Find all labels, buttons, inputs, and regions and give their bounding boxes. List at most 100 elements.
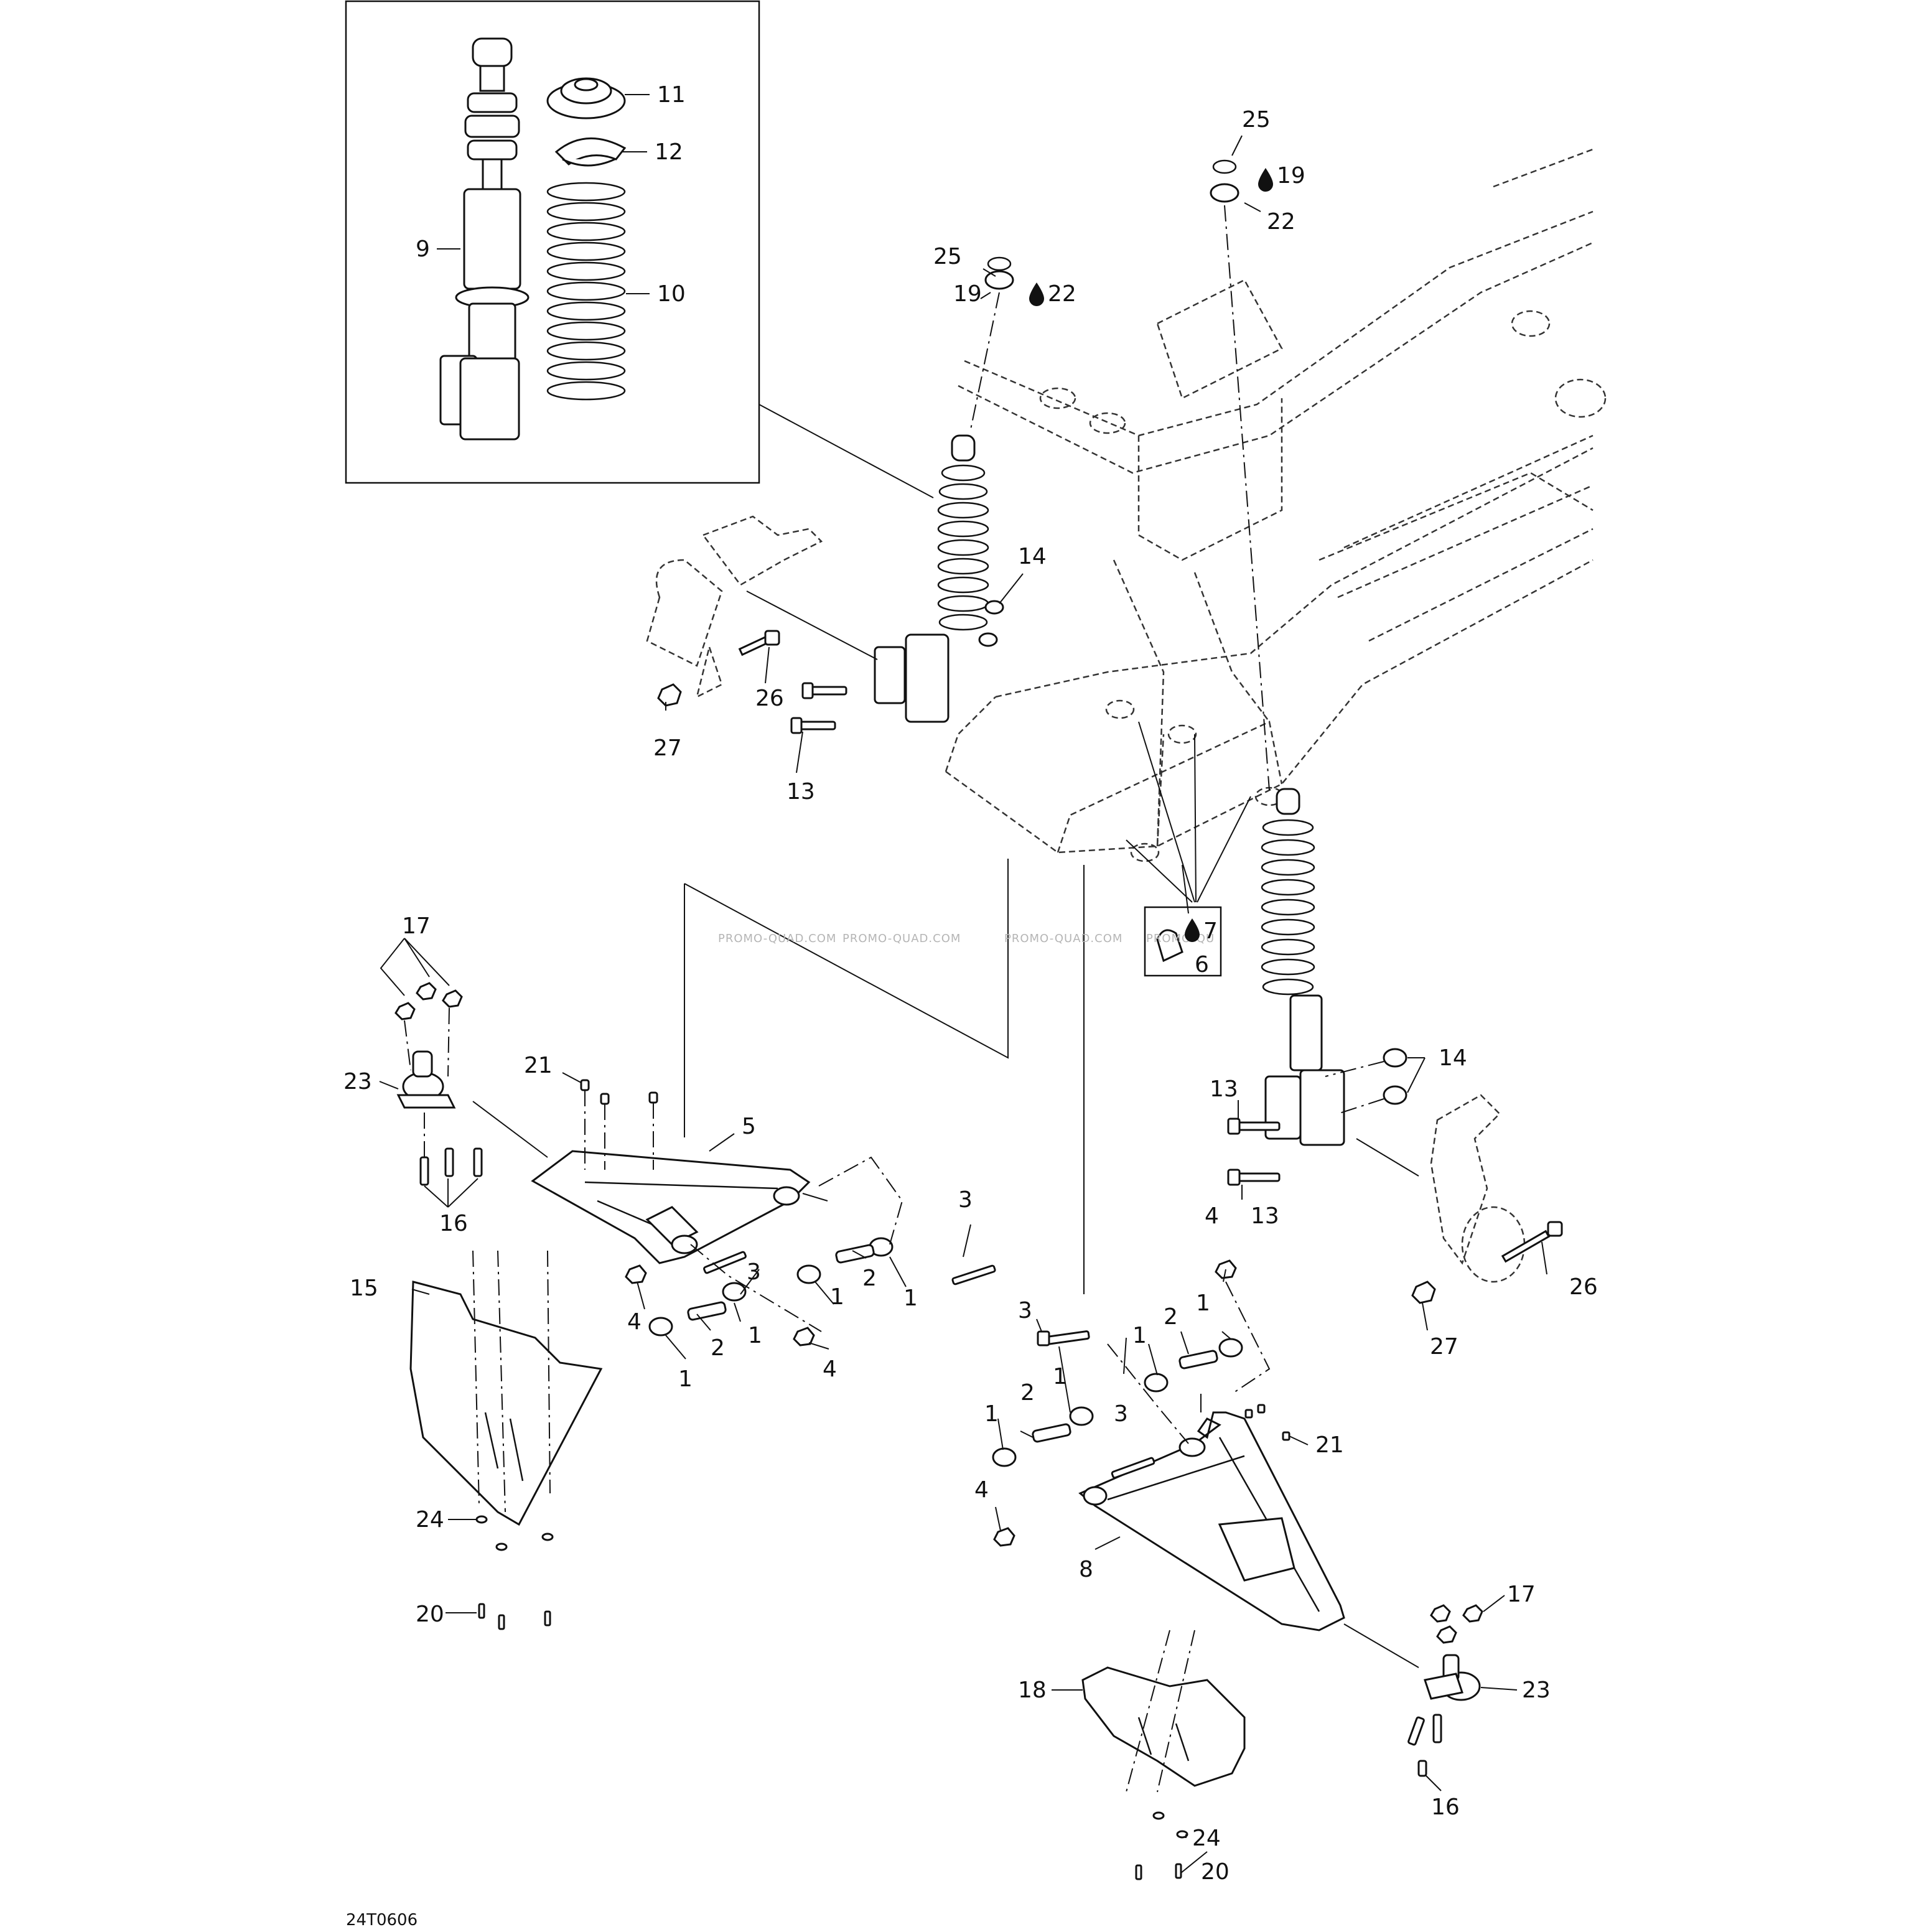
bushings-14-left — [978, 600, 1004, 647]
coil-spring-part-10 — [546, 182, 626, 401]
callout-23: 23 — [343, 1069, 372, 1094]
right-shock-assembly — [1261, 788, 1345, 1146]
callout-9: 9 — [416, 236, 430, 262]
callout-1: 1 — [830, 1284, 844, 1310]
callout-6: 6 — [1195, 952, 1209, 978]
nut-27-left — [657, 683, 682, 707]
plug-box-frame — [1144, 906, 1222, 977]
nut-27-right — [1411, 1281, 1436, 1304]
frame-to-arm5-leader — [684, 859, 1009, 1137]
callout-1: 1 — [1053, 1364, 1067, 1389]
plug-detail-box — [1126, 721, 1251, 977]
knuckle-right-arrow — [1356, 1138, 1419, 1177]
callout-8: 8 — [1079, 1557, 1093, 1582]
washers-24-screws-20-right — [1135, 1811, 1188, 1880]
retainer-clip-part-12 — [554, 138, 627, 167]
callout-20: 20 — [416, 1602, 444, 1627]
callout-3: 3 — [958, 1187, 973, 1213]
callout-1: 1 — [984, 1401, 999, 1427]
callout-18: 18 — [1018, 1678, 1047, 1703]
callout-21: 21 — [524, 1053, 553, 1078]
left-shock-assembly — [874, 434, 989, 723]
callout-1: 1 — [903, 1286, 918, 1311]
callout-17: 17 — [402, 913, 431, 939]
ball-joint-part-23-left — [394, 982, 483, 1186]
callout-25: 25 — [933, 244, 962, 269]
steering-knuckle-left — [646, 515, 823, 699]
callout-14: 14 — [1018, 544, 1047, 569]
callout-17: 17 — [1507, 1582, 1536, 1607]
callout-4: 4 — [627, 1309, 642, 1335]
shock-absorber-part-9 — [439, 37, 530, 441]
vehicle-frame — [945, 148, 1607, 862]
callout-16: 16 — [439, 1211, 468, 1236]
callout-1: 1 — [1132, 1323, 1147, 1348]
plug-part-6 — [1156, 929, 1183, 963]
knuckle-left-arrow — [746, 590, 878, 660]
bolts-13-right — [1227, 1118, 1281, 1186]
callout-2: 2 — [1020, 1380, 1035, 1406]
arm8-hardware — [992, 1259, 1271, 1547]
bolt-26-left — [738, 630, 780, 656]
oil-drop-icon — [1185, 918, 1200, 942]
callout-10: 10 — [657, 281, 686, 307]
callout-26: 26 — [1569, 1274, 1598, 1300]
shock-detail-inset: 9 11 12 10 — [345, 0, 760, 484]
callout-23: 23 — [1522, 1678, 1551, 1703]
watermark-1: PROMO-QUAD.COM — [718, 932, 836, 945]
lower-control-arm-part-5 — [531, 1150, 811, 1264]
callout-27: 27 — [653, 735, 682, 761]
callout-labels: 25 19 22 25 19 22 14 26 27 13 7 6 14 13 … — [343, 107, 1598, 1885]
callout-2: 2 — [862, 1266, 877, 1291]
callout-5: 5 — [742, 1114, 756, 1139]
callout-3: 3 — [1114, 1401, 1128, 1427]
callout-leaders — [379, 135, 1547, 1874]
callout-21: 21 — [1315, 1432, 1344, 1458]
inset-frame — [345, 0, 760, 484]
callout-13: 13 — [1210, 1076, 1238, 1102]
callout-2: 2 — [711, 1335, 725, 1361]
lower-control-arm-part-8 — [1078, 1411, 1345, 1631]
callout-1: 1 — [678, 1366, 693, 1392]
callout-22: 22 — [1048, 281, 1076, 307]
callout-24: 24 — [1192, 1826, 1221, 1851]
watermark-2: PROMO-QUAD.COM — [842, 932, 961, 945]
callout-1: 1 — [1196, 1290, 1210, 1316]
upper-shock-bushings-left — [970, 256, 1014, 430]
callout-3: 3 — [1018, 1298, 1032, 1323]
callout-13: 13 — [786, 779, 815, 805]
watermark-3: PROMO-QUAD.COM — [1004, 932, 1122, 945]
arm5-arrow — [802, 1193, 828, 1202]
callout-22: 22 — [1267, 209, 1295, 235]
bolt-26-right — [1501, 1221, 1563, 1263]
callout-14: 14 — [1439, 1045, 1467, 1071]
callout-11: 11 — [657, 82, 686, 108]
drawing-code: 24T0606 — [346, 1911, 418, 1930]
callout-2: 2 — [1164, 1304, 1178, 1330]
spring-seat-part-11 — [546, 77, 626, 119]
oil-drop-icon — [1029, 282, 1044, 306]
skid-plate-part-18 — [1081, 1630, 1246, 1793]
ball-joint-part-23-right — [1407, 1604, 1483, 1777]
callout-24: 24 — [416, 1507, 444, 1533]
balljoint-right-arrow — [1343, 1623, 1419, 1668]
skid-plate-part-15 — [409, 1250, 603, 1526]
callout-4: 4 — [1205, 1203, 1219, 1229]
upper-shock-bushings-right — [1210, 159, 1270, 791]
callout-27: 27 — [1430, 1334, 1458, 1360]
callout-7: 7 — [1203, 918, 1218, 944]
callout-26: 26 — [755, 686, 784, 711]
inset-to-shock-leader — [758, 404, 934, 498]
oil-drop-icon — [1258, 168, 1273, 192]
nuts-21-upper — [580, 1079, 658, 1170]
bushings-14-right — [1325, 1048, 1407, 1114]
callout-25: 25 — [1242, 107, 1271, 133]
callout-15: 15 — [350, 1276, 378, 1301]
washers-24-screws-20-left — [475, 1515, 554, 1630]
callout-19: 19 — [1277, 163, 1305, 189]
callout-4: 4 — [823, 1356, 837, 1382]
callout-13: 13 — [1251, 1203, 1279, 1229]
arm5-hardware — [625, 1156, 996, 1346]
bolts-13-left — [790, 682, 847, 734]
